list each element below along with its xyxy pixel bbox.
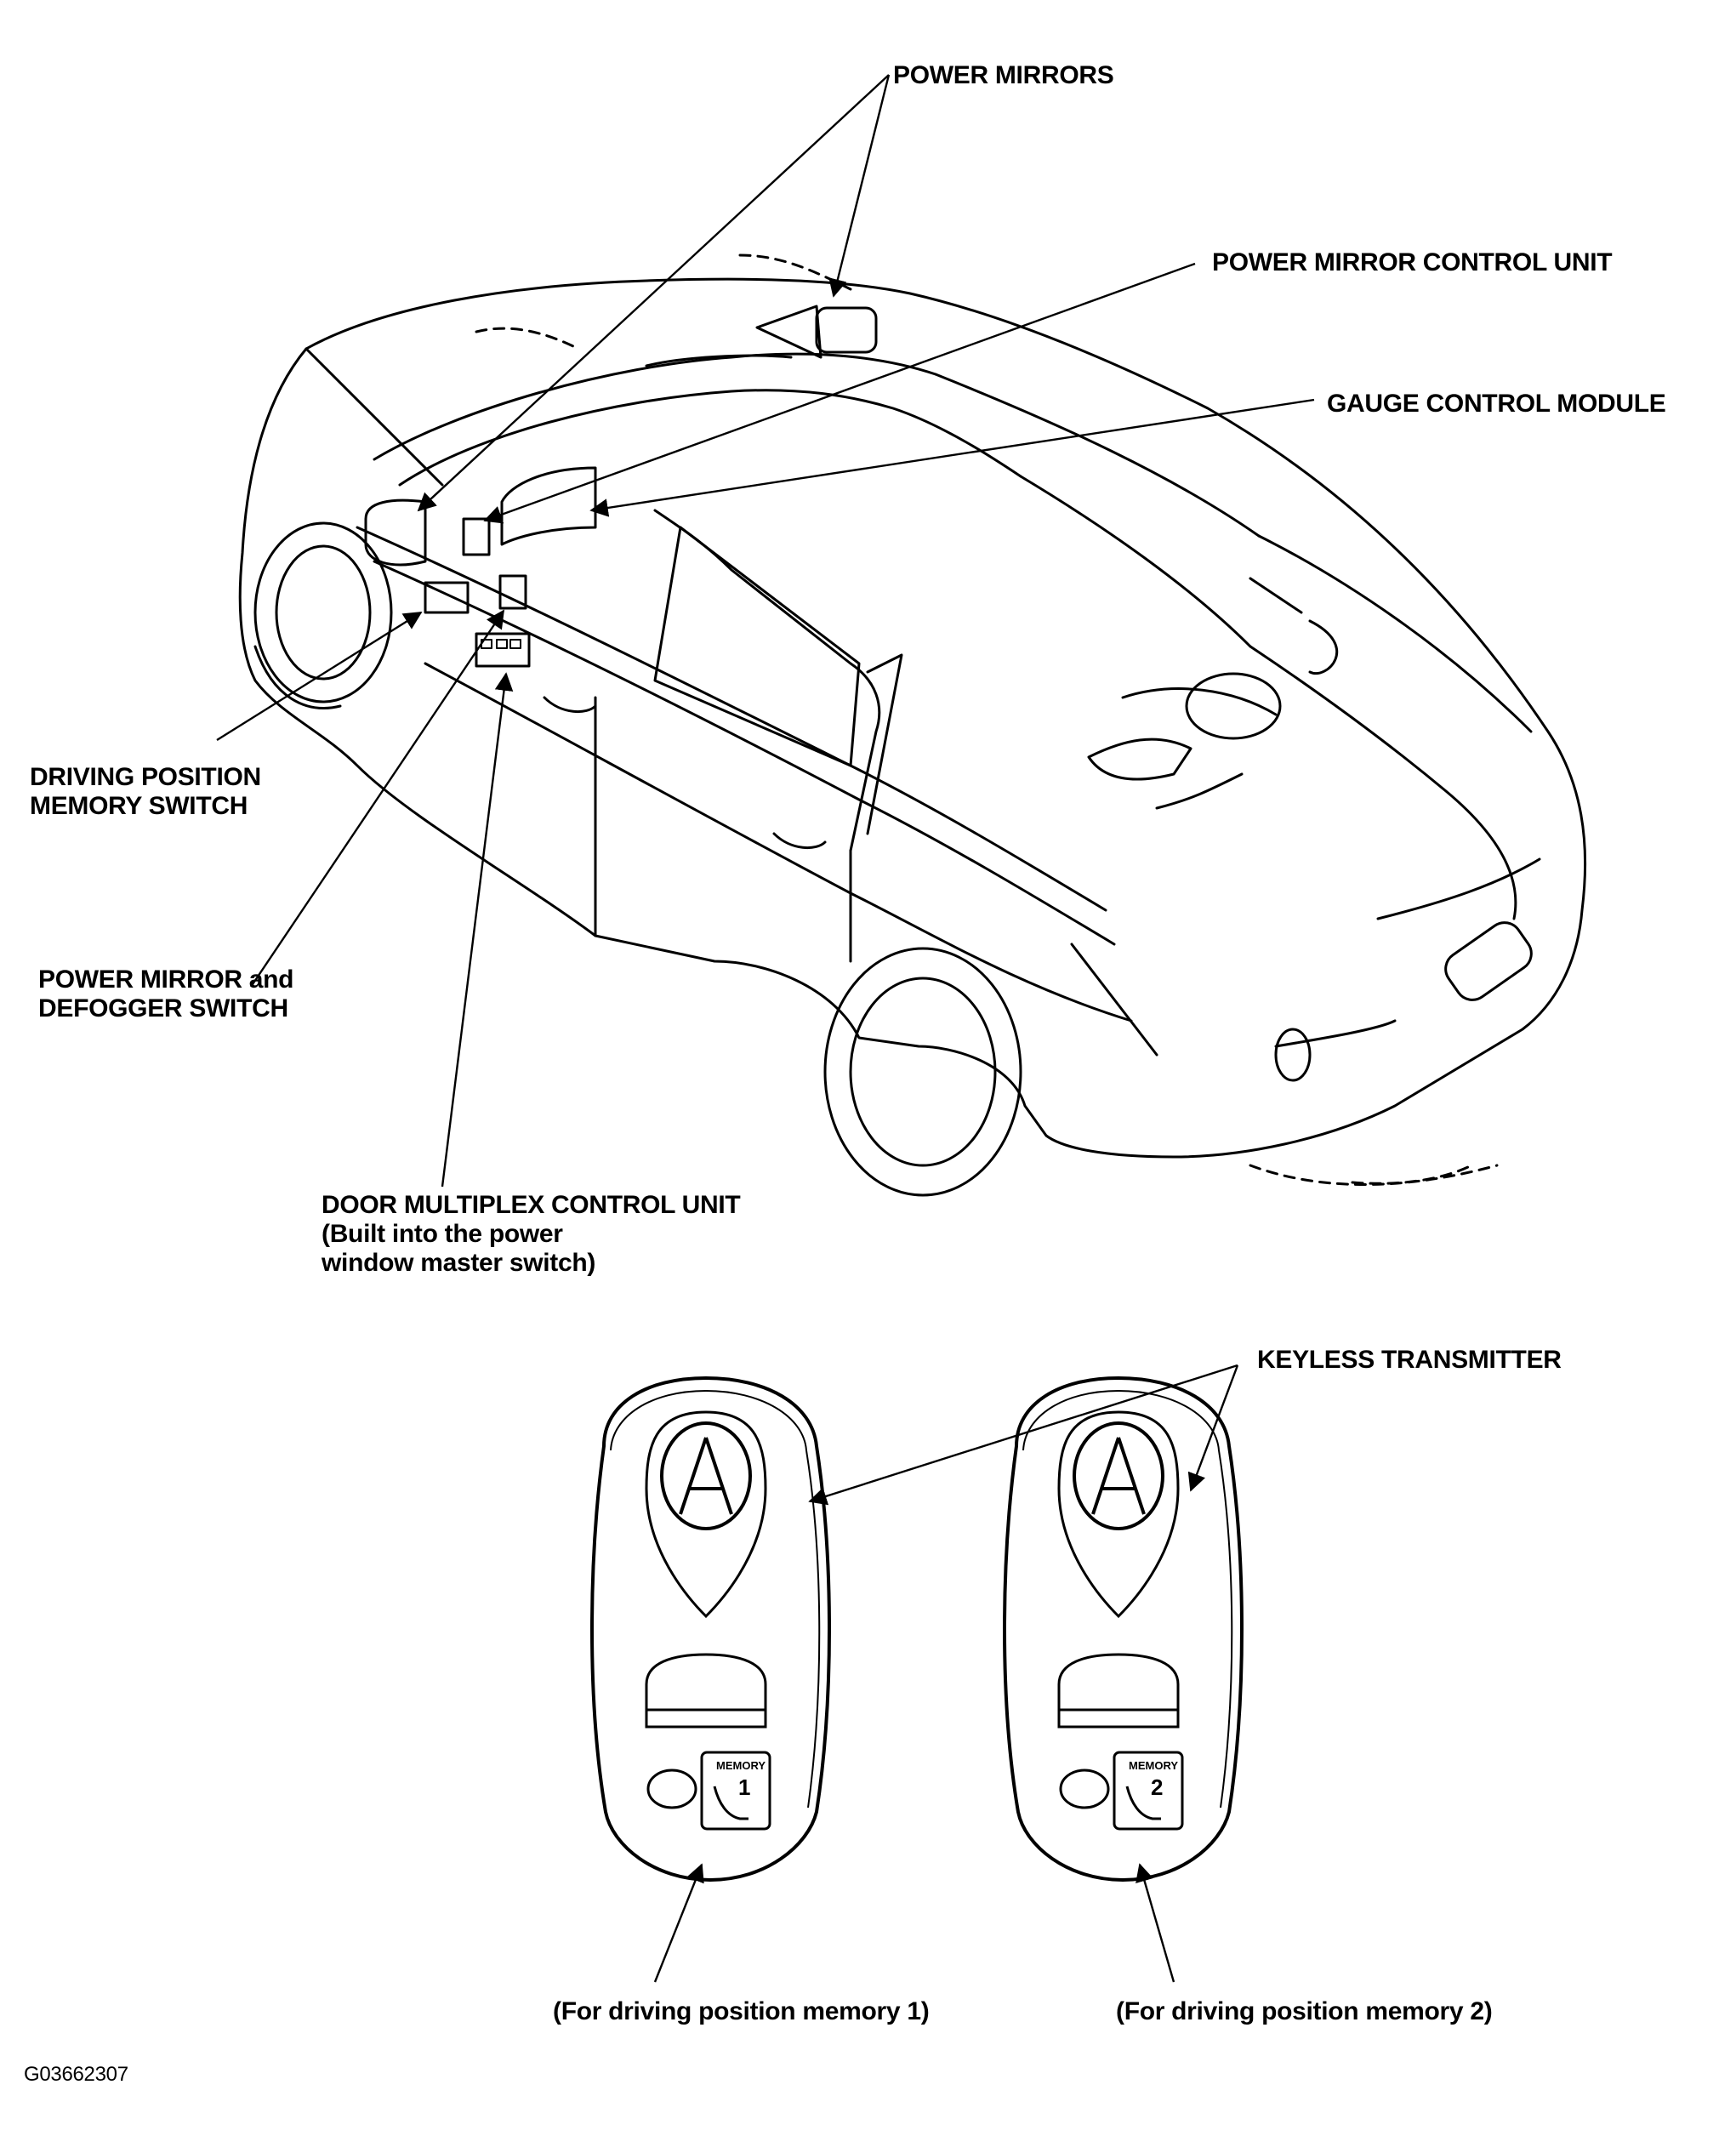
memory-button-1-number: 1	[738, 1774, 750, 1800]
memory-button-1	[700, 1751, 771, 1831]
label-power-mirrors: POWER MIRRORS	[893, 61, 1114, 89]
figure-code: G03662307	[24, 2063, 128, 2086]
label-door-multiplex-control-unit: DOOR MULTIPLEX CONTROL UNIT (Built into …	[322, 1191, 741, 1277]
memory-button-2-text: MEMORY	[1129, 1759, 1178, 1772]
label-gauge-control-module: GAUGE CONTROL MODULE	[1327, 390, 1666, 418]
memory-button-1-text: MEMORY	[716, 1759, 766, 1772]
label-keyless-transmitter: KEYLESS TRANSMITTER	[1257, 1346, 1562, 1374]
power-mirror-control-unit-box	[462, 517, 491, 556]
keyless-transmitter-2	[1003, 1376, 1244, 1883]
label-driving-position-memory-switch: DRIVING POSITION MEMORY SWITCH	[30, 763, 261, 820]
logo-emblem-1	[660, 1421, 752, 1530]
memory-button-2-number: 2	[1151, 1774, 1163, 1800]
leader-lines	[216, 74, 1315, 1983]
logo-emblem-2	[1073, 1421, 1164, 1530]
label-power-mirror-control-unit: POWER MIRROR CONTROL UNIT	[1212, 248, 1613, 276]
power-mirror-defogger-switch-box	[498, 574, 527, 610]
lock-button-2	[1059, 1769, 1110, 1809]
label-power-mirror-defogger-switch: POWER MIRROR and DEFOGGER SWITCH	[38, 965, 294, 1022]
caption-memory-1: (For driving position memory 1)	[553, 1997, 930, 2025]
keyless-transmitter-1	[590, 1376, 831, 1883]
caption-memory-2: (For driving position memory 2)	[1116, 1997, 1493, 2025]
lock-button-1	[646, 1769, 697, 1809]
memory-button-2	[1113, 1751, 1184, 1831]
driving-position-memory-switch-box	[424, 581, 470, 614]
